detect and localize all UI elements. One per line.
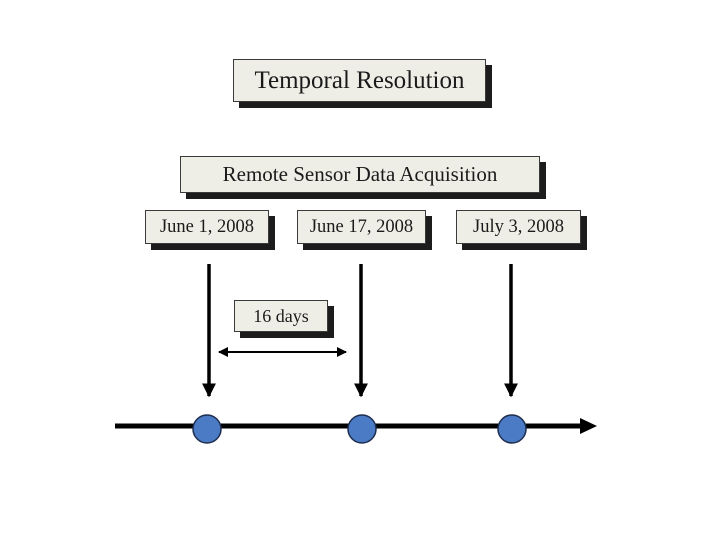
date-box-3: July 3, 2008	[456, 210, 581, 244]
subtitle-text: Remote Sensor Data Acquisition	[222, 162, 498, 186]
date-label-3: July 3, 2008	[473, 216, 564, 237]
acquisition-marker-1	[192, 414, 222, 444]
interval-label: 16 days	[253, 305, 309, 326]
subtitle-box: Remote Sensor Data Acquisition	[180, 156, 540, 193]
acquisition-marker-2	[347, 414, 377, 444]
date-label-1: June 1, 2008	[159, 216, 255, 237]
title-text: Temporal Resolution	[254, 66, 465, 94]
timeline-arrowhead	[580, 418, 597, 434]
date-box-2: June 17, 2008	[297, 210, 426, 244]
date-box-1: June 1, 2008	[145, 210, 269, 244]
title-box: Temporal Resolution	[233, 59, 486, 102]
acquisition-marker-3	[497, 414, 527, 444]
date-label-2: June 17, 2008	[309, 216, 414, 237]
interval-box: 16 days	[234, 300, 328, 332]
